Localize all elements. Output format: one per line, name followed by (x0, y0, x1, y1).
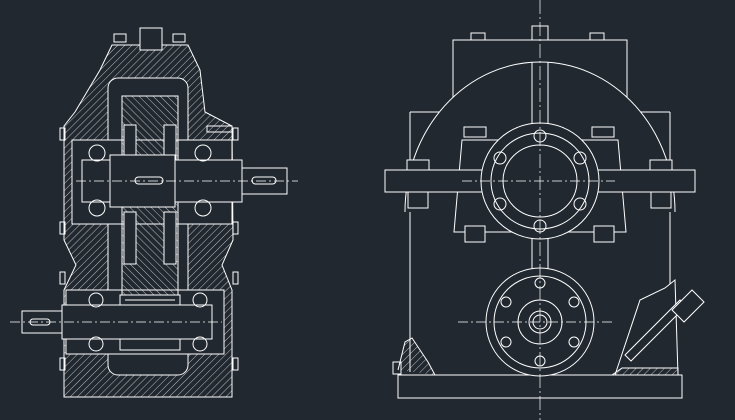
bearing-ball (88, 336, 104, 352)
keyway (134, 176, 164, 185)
rib-lower (531, 238, 549, 272)
bearing-ball (192, 292, 208, 308)
top-bolt (172, 33, 186, 43)
bearing-ball (194, 199, 212, 217)
rib-upper (531, 62, 549, 125)
cap-bolts-bottom (500, 277, 580, 367)
front-view (384, 0, 705, 420)
bearing-ball (194, 144, 212, 162)
gear-web-slot (123, 211, 137, 265)
hex-bolts (406, 25, 673, 243)
top-shaft-hub (109, 154, 176, 208)
side-bolts (59, 127, 239, 371)
foot-left (397, 337, 436, 376)
foot-bolt (392, 361, 402, 375)
gear-web-slot (163, 211, 177, 265)
section-view (10, 27, 298, 398)
top-bolt (113, 33, 127, 43)
keyway (251, 176, 277, 185)
bearing-ball (88, 199, 106, 217)
inspection-plug (206, 125, 233, 133)
bearing-ball (88, 292, 104, 308)
oil-plug (139, 27, 163, 51)
bearing-ball (88, 144, 106, 162)
housing-side-walls (409, 111, 671, 372)
dipstick (624, 289, 705, 362)
bearing-ball (192, 336, 208, 352)
foot-right-hatch (610, 367, 679, 376)
